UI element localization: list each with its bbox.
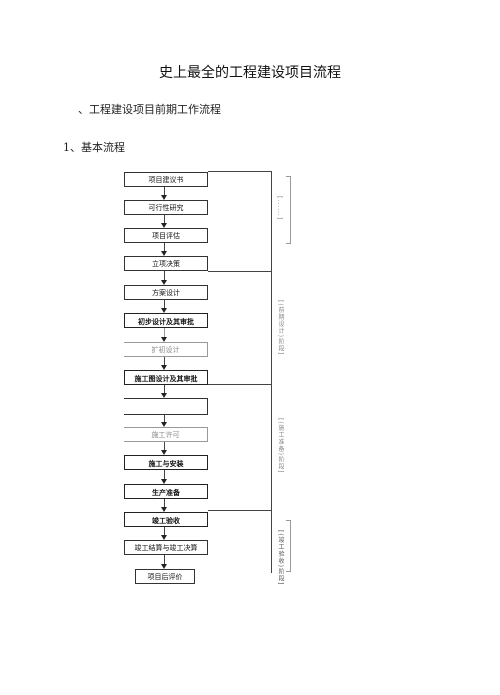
arrow-icon: [161, 251, 167, 256]
stage-label-2: [(前期设计)阶段]: [277, 300, 284, 356]
arrow-icon: [161, 450, 167, 455]
arrow-icon: [161, 337, 167, 342]
stage-label-3: [(施工准备)阶段]: [277, 418, 284, 474]
step-completion-acceptance: 竣工验收: [124, 512, 208, 527]
connector: [164, 328, 165, 338]
connector: [164, 243, 165, 252]
frame-top-line: [208, 171, 272, 172]
step-extended-design: 扩初设计: [124, 342, 208, 357]
arrow-icon: [161, 280, 167, 285]
subsection-heading: 1、基本流程: [63, 141, 125, 154]
step-preliminary-design: 初步设计及其审批: [124, 313, 208, 328]
connector: [164, 442, 165, 451]
connector: [164, 385, 165, 394]
step-scheme-design: 方案设计: [124, 285, 208, 300]
step-post-evaluation: 项目后评价: [135, 569, 195, 584]
step-feasibility-study: 可行性研究: [124, 200, 208, 215]
stage-label-4: [(竣工验收)阶段]: [277, 530, 284, 586]
step-project-evaluation: 项目评估: [124, 228, 208, 243]
section-heading: 、工程建设项目前期工作流程: [78, 103, 221, 116]
step-construction-drawing: 施工图设计及其审批: [124, 370, 208, 385]
stage-bracket-4: [286, 520, 291, 572]
arrow-icon: [161, 308, 167, 313]
stage-divider-3: [208, 510, 272, 511]
connector: [164, 215, 165, 224]
connector: [164, 300, 165, 309]
arrow-icon: [161, 507, 167, 512]
connector: [164, 499, 165, 508]
step-production-prep: 生产准备: [124, 484, 208, 499]
frame-right-line: [271, 171, 272, 573]
arrow-icon: [161, 564, 167, 569]
connector: [164, 187, 165, 196]
step-construction-installation: 施工与安装: [124, 455, 208, 470]
stage-divider-2: [208, 384, 272, 385]
step-project-proposal: 项目建议书: [124, 172, 208, 187]
connector: [164, 271, 165, 281]
arrow-icon: [161, 535, 167, 540]
connector: [164, 470, 165, 480]
arrow-icon: [161, 365, 167, 370]
connector: [164, 415, 165, 423]
arrow-icon: [161, 195, 167, 200]
stage-bracket-1: [286, 176, 291, 244]
step-final-settlement: 竣工结算与竣工决算: [124, 540, 208, 555]
document-title: 史上最全的工程建设项目流程: [159, 65, 341, 81]
connector: [164, 527, 165, 536]
stage-label-1: [......]: [276, 196, 283, 221]
arrow-icon: [161, 393, 167, 398]
arrow-icon: [161, 422, 167, 427]
arrow-icon: [161, 223, 167, 228]
step-construction-permit: 施工许可: [124, 427, 208, 442]
arrow-icon: [161, 479, 167, 484]
stage-divider-1: [208, 271, 272, 272]
connector: [164, 357, 165, 366]
connector: [164, 555, 165, 565]
step-blank: [124, 398, 208, 415]
step-approval-decision: 立项决策: [124, 256, 208, 271]
